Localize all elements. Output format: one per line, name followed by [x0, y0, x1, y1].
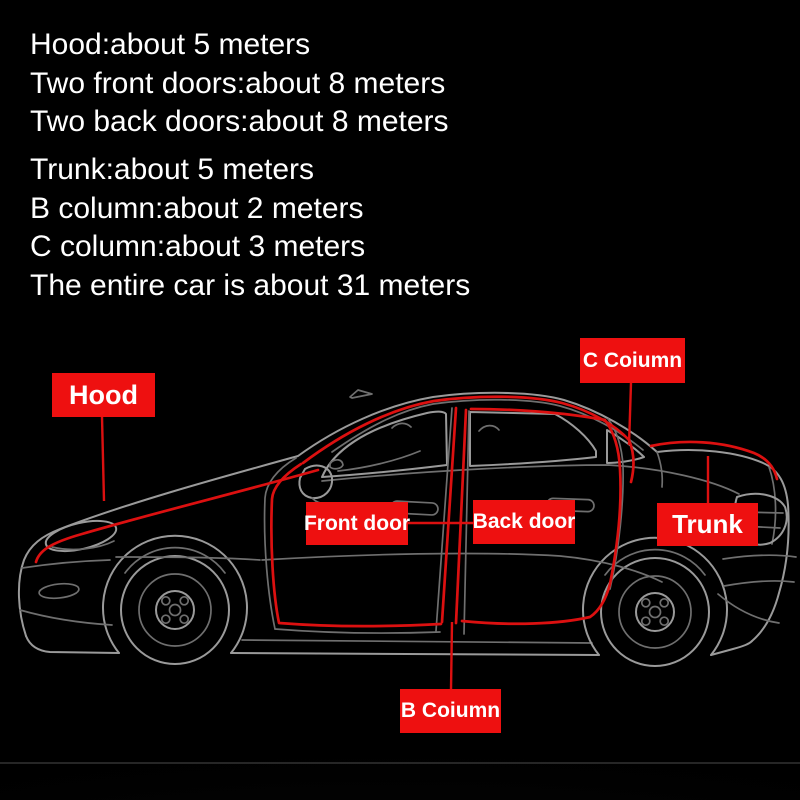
bumper-crease-upper — [21, 559, 111, 569]
spec-line-hood: Hood:about 5 meters — [30, 28, 311, 61]
spec-line-c-column: C column:about 3 meters — [30, 230, 366, 263]
quarter-panel-seam — [656, 451, 664, 488]
spec-text-block-1: Hood:about 5 meters Two front doors:abou… — [30, 26, 449, 142]
front-bumper-bottom — [25, 635, 120, 654]
belt-line — [321, 464, 740, 495]
front-door-label: Front door — [304, 502, 410, 545]
sill-seam — [241, 639, 593, 644]
back-door-rear-seam — [607, 418, 624, 590]
c-column-connector — [627, 382, 633, 446]
windows — [321, 389, 740, 495]
front-details — [19, 519, 261, 626]
fog-light — [38, 582, 80, 600]
antenna — [349, 389, 373, 399]
interior-mirror — [329, 459, 344, 470]
roofline-inner — [331, 398, 644, 453]
door-seams — [261, 407, 663, 635]
dashboard-hint — [337, 450, 421, 472]
rear-bumper-crease-2 — [723, 580, 795, 587]
rear-bumper-bottom — [710, 640, 753, 656]
rear-bumper-crease-1 — [722, 554, 797, 560]
back-door-seal-line — [460, 407, 622, 626]
bumper-crease-lower — [19, 609, 113, 626]
b-pillar-front-gray — [435, 407, 453, 632]
spec-text-block-2: Trunk:about 5 meters B column:about 2 me… — [30, 151, 470, 305]
trunk-seal-line — [649, 440, 779, 481]
rear-wheel-arch — [582, 536, 728, 656]
body-side-crease — [261, 552, 663, 583]
spec-line-trunk: Trunk:about 5 meters — [30, 153, 315, 186]
trunk-label: Trunk — [657, 503, 758, 546]
spec-line-b-column: B column:about 2 meters — [30, 191, 364, 225]
rear-bumper-lower — [717, 593, 780, 624]
b-pillar-seal-front — [440, 406, 458, 624]
spec-line-back-doors: Two back doors:about 8 meters — [30, 105, 449, 138]
front-wheel — [120, 555, 230, 665]
side-mirror — [298, 464, 334, 500]
b-column-label: B Coiumn — [400, 689, 501, 733]
front-door-seal-line — [270, 462, 443, 628]
hood-seal-line — [34, 468, 320, 564]
front-wheel-arch — [102, 534, 248, 654]
spec-line-total: The entire car is about 31 meters — [30, 268, 471, 302]
front-door-window — [321, 410, 448, 478]
rear-wheel — [600, 557, 710, 667]
rear-headrest — [478, 424, 500, 432]
spec-line-front-doors: Two front doors:about 8 meters — [30, 66, 446, 100]
headlight-lower-line — [51, 540, 115, 551]
hood-connector — [100, 416, 106, 502]
hood-label: Hood — [52, 373, 155, 417]
b-column-connector — [449, 621, 454, 691]
trunk-rear-seam — [768, 466, 777, 545]
b-pillar-seal-rear — [454, 408, 468, 625]
quarter-window — [606, 429, 645, 464]
fender-crease — [115, 556, 261, 561]
floor-glow — [0, 680, 800, 800]
ground-line — [0, 762, 800, 764]
front-door-bottom-seam — [274, 628, 441, 634]
front-headrest — [391, 422, 412, 429]
front-door-seam — [263, 457, 297, 630]
rocker-bottom — [230, 652, 600, 656]
front-wheel-arch-inner — [124, 546, 226, 574]
c-column-label: C Coiumn — [580, 338, 685, 383]
back-door-label: Back door — [473, 500, 575, 544]
label-connectors — [100, 382, 710, 691]
back-door-window — [469, 411, 597, 467]
